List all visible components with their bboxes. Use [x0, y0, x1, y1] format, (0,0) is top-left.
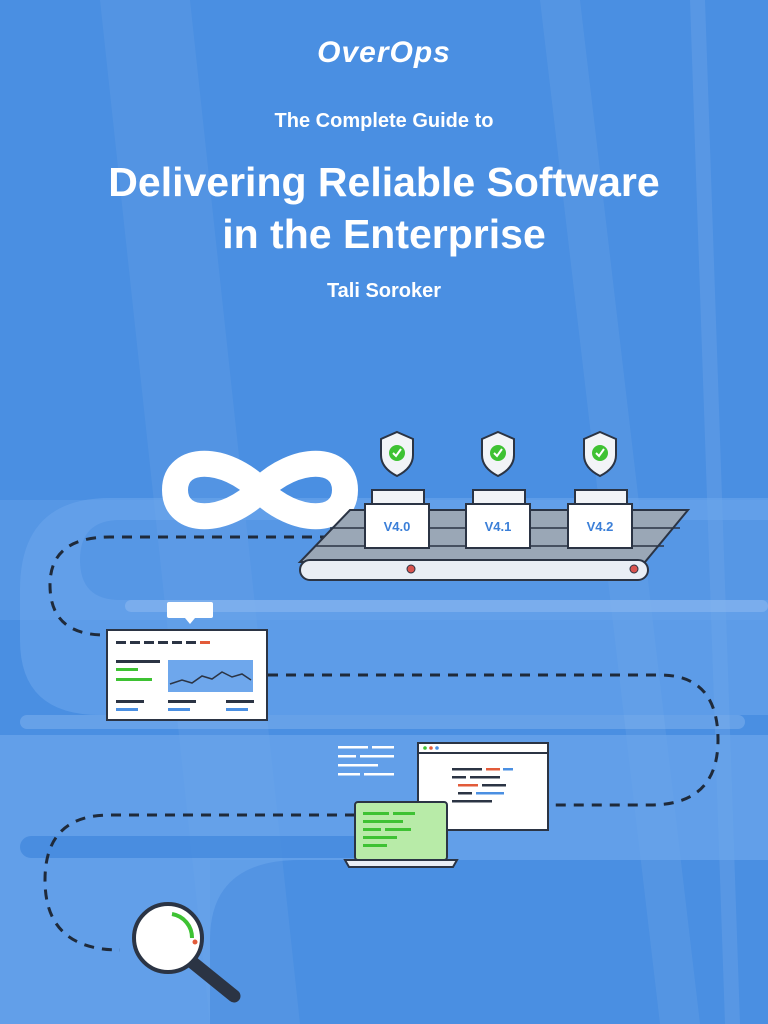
- speech-bubble-icon: [167, 602, 213, 624]
- brand-logo: OverOps: [317, 36, 451, 69]
- infinity-icon: [162, 450, 358, 530]
- shield-check-icon: [583, 430, 617, 478]
- cover-title-line-1: Delivering Reliable Software: [108, 159, 660, 205]
- dashboard-window: [106, 629, 268, 721]
- version-box: V4.0: [364, 489, 430, 549]
- version-box: V4.2: [567, 489, 633, 549]
- laptop-icon: [343, 801, 459, 868]
- version-label: V4.2: [587, 519, 614, 534]
- magnifier-icon: [132, 902, 241, 1003]
- cover-author: Tali Soroker: [326, 280, 442, 302]
- code-lines-decoration: [338, 746, 394, 776]
- cover-subtitle: The Complete Guide to: [274, 110, 494, 132]
- shield-check-icon: [380, 430, 414, 478]
- version-box: V4.1: [465, 489, 531, 549]
- cover-title: Delivering Reliable Software in the Ente…: [0, 156, 768, 260]
- version-label: V4.1: [485, 519, 512, 534]
- cover-title-line-2: in the Enterprise: [222, 211, 546, 257]
- shield-check-icon: [481, 430, 515, 478]
- version-label: V4.0: [384, 519, 411, 534]
